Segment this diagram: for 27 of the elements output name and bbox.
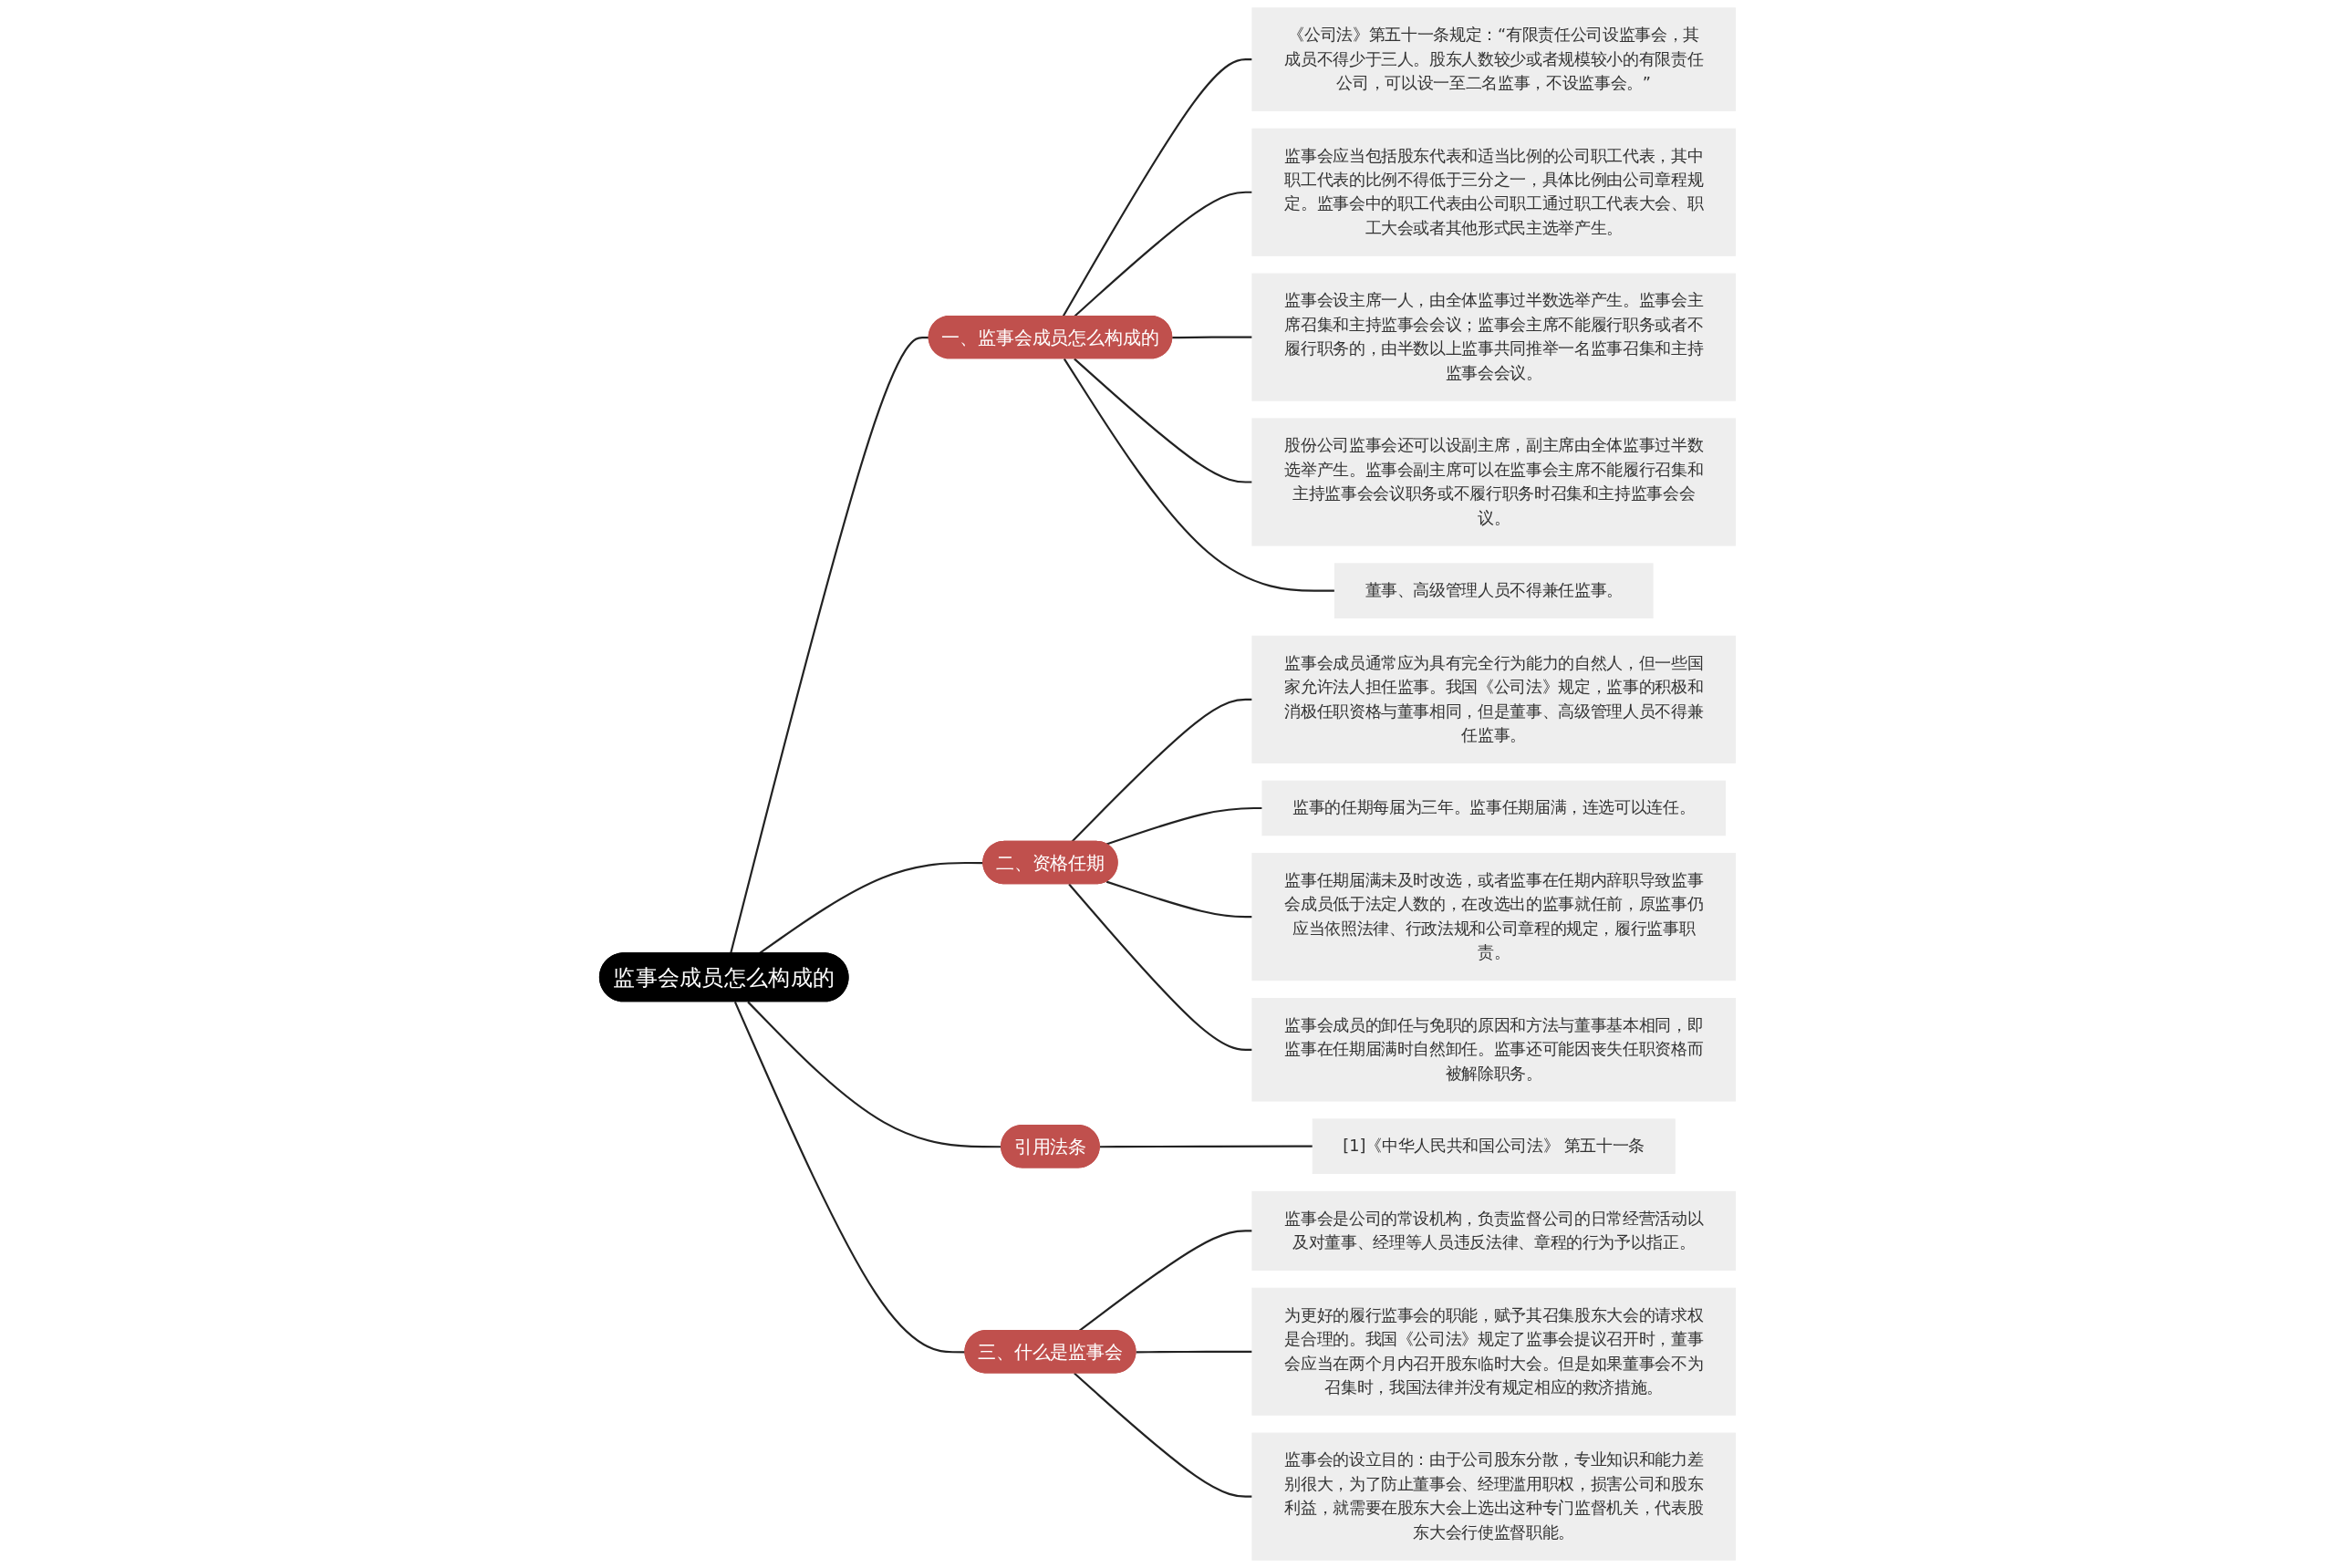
node-box: 监事会成员的卸任与免职的原因和方法与董事基本相同，即监事在任期届满时自然卸任。监事还可能因丧失任职资格而被解除职务。 <box>1251 997 1737 1102</box>
node-box: 监事会是公司的常设机构，负责监督公司的日常经营活动以及对董事、经理等人员违反法律、章程的行为予以指正。 <box>1251 1190 1737 1271</box>
connector <box>733 1001 966 1354</box>
node-box: 监事会应当包括股东代表和适当比例的公司职工代表，其中职工代表的比例不得低于三分之一，具体比例由公司章程规定。监事会中的职工代表由公司职工通过职工代表大会、职工大会或者其他形式民主选举产生。 <box>1251 128 1737 256</box>
node-box: 监事会成员通常应为具有完全行为能力的自然人，但一些国家允许法人担任监事。我国《公司法》规定，监事的积极和消极任职资格与董事相同，但是董事、高级管理人员不得兼任监事。 <box>1251 635 1737 763</box>
node-box: 监事的任期每届为三年。监事任期届满，连选可以连任。 <box>1261 780 1727 836</box>
node-box: 《公司法》第五十一条规定：“有限责任公司设监事会，其成员不得少于三人。股东人数较少或者规模较小的有限责任公司，可以设一至二名监事，不设监事会。” <box>1251 7 1737 111</box>
node-box: 股份公司监事会还可以设副主席，副主席由全体监事过半数选举产生。监事会副主席可以在监事会主席不能履行召集和主持监事会会议职务或不履行职务时召集和主持监事会会议。 <box>1251 418 1737 546</box>
connector <box>1074 1372 1252 1498</box>
connector <box>1063 358 1335 592</box>
node-box: 监事会的设立目的：由于公司股东分散，专业知识和能力差别很大，为了防止董事会、经理滥用职权，损害公司和股东利益，就需要在股东大会上选出这种专门监督机关，代表股东大会行使监督职能。 <box>1251 1432 1737 1561</box>
connector <box>1099 1145 1313 1148</box>
node-box: 监事会设主席一人，由全体监事过半数选举产生。监事会主席召集和主持监事会会议；监事会主席不能履行职务或者不履行职务的，由半数以上监事共同推举一名监事召集和主持监事会会议。 <box>1251 273 1737 401</box>
connector <box>1105 806 1262 846</box>
connector <box>1071 698 1252 843</box>
node-box: 监事任期届满未及时改选，或者监事在任期内辞职导致监事会成员低于法定人数的，在改选出的监事就任前，原监事仍应当依照法律、行政法规和公司章程的规定，履行监事职责。 <box>1251 853 1737 981</box>
node-box: 董事、高级管理人员不得兼任监事。 <box>1334 563 1654 618</box>
connector <box>730 336 929 954</box>
node-box: [1]《中华人民共和国公司法》 第五十一条 <box>1312 1118 1676 1175</box>
connector <box>1068 883 1252 1051</box>
connector <box>1172 336 1252 339</box>
connector <box>1136 1350 1252 1354</box>
connector <box>1105 880 1252 919</box>
node-box: 为更好的履行监事会的职能，赋予其召集股东大会的请求权是合理的。我国《公司法》规定了监事会提议召开时，董事会应当在两个月内召开股东临时大会。但是如果董事会不为召集时，我国法律并没有规定相应的救济措施。 <box>1251 1287 1737 1416</box>
connector <box>1074 358 1252 483</box>
connector <box>1062 58 1252 317</box>
connector <box>1074 191 1252 317</box>
